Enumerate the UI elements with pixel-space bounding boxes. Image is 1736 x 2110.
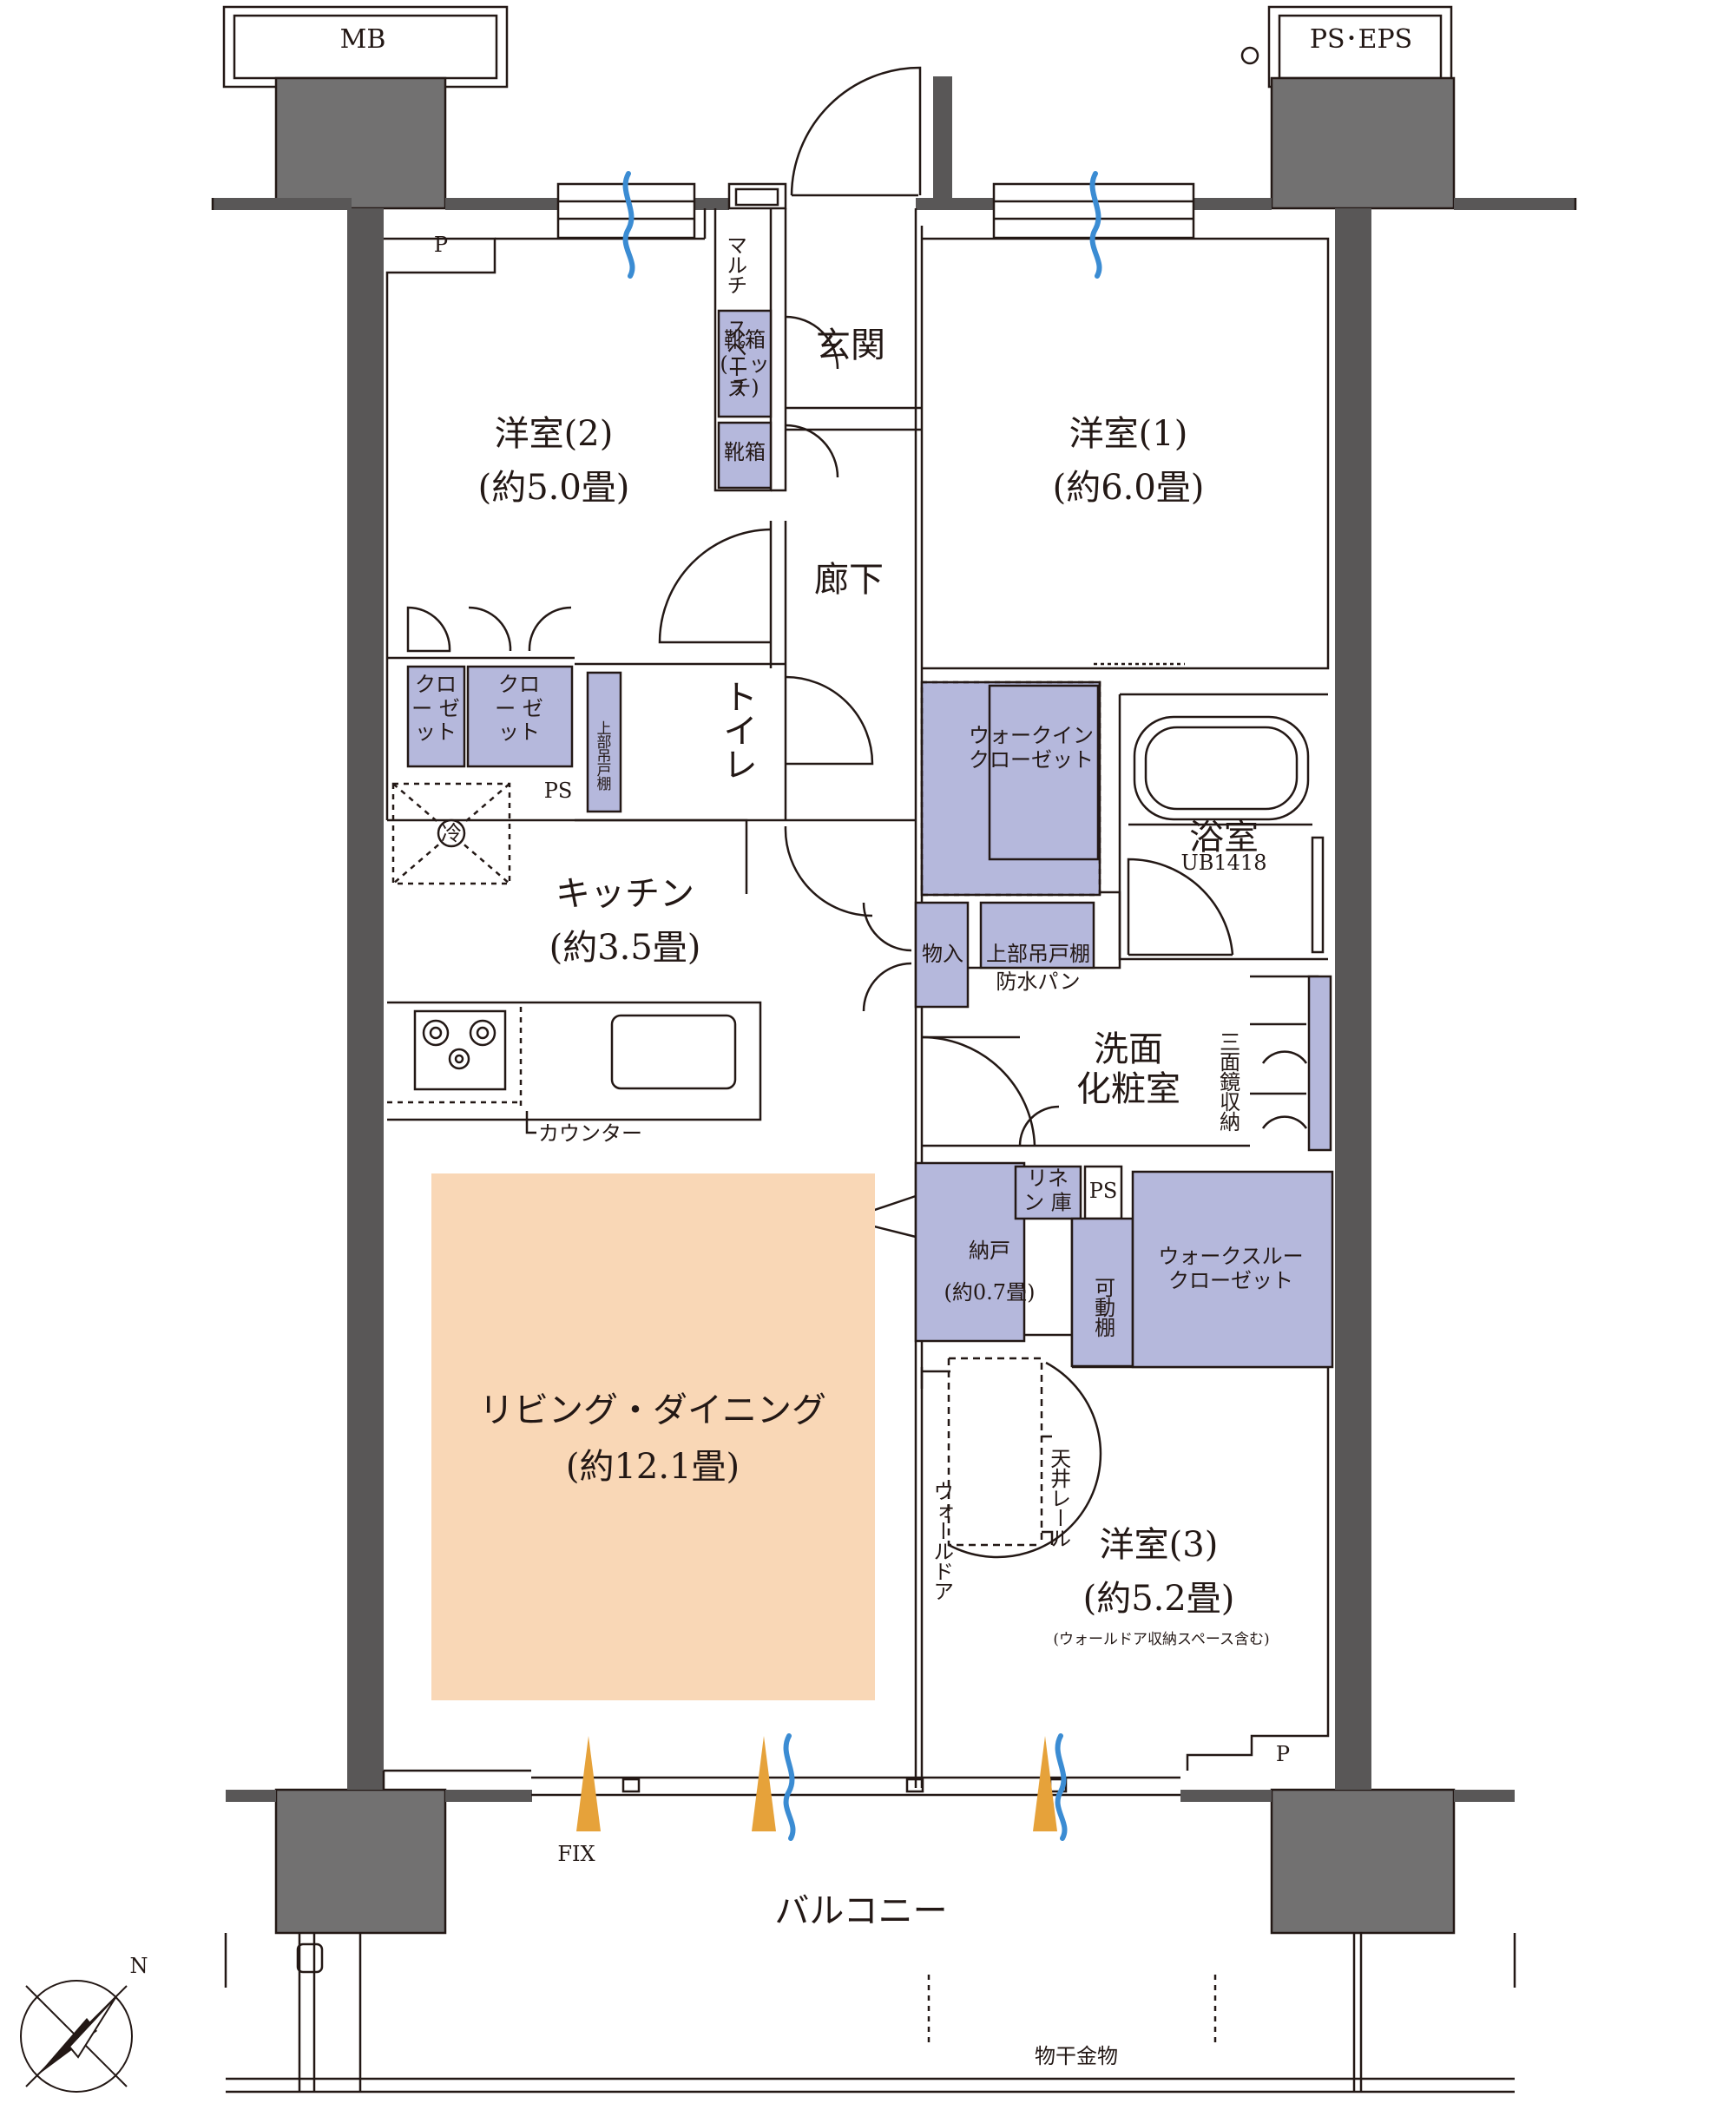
column-bottom-right [1270,1788,1456,1935]
western1-size: (約6.0畳) [1052,468,1205,508]
ps-toilet-label: PS [543,779,573,804]
nando-label: 納戸 [969,1239,1010,1264]
north-label: N [129,1954,148,1979]
column-bottom-left [274,1788,447,1935]
bath-label: 浴室 [1189,818,1259,858]
western2-size: (約5.0畳) [477,468,630,508]
breeze-arrows [622,171,1102,1841]
upper-cabinet-toilet-label: 上部吊戸棚 [593,720,611,790]
bathtub [1133,715,1310,821]
triple-mirror-label: 三面鏡収納 [1215,1030,1240,1131]
western3-note: (ウォールドア収納スペース含む) [1053,1631,1270,1649]
column-top-left [274,76,447,210]
living-size: (約12.1畳) [565,1447,740,1487]
western3-size: (約5.2畳) [1082,1579,1235,1619]
balcony-label: バルコニー [774,1891,948,1931]
window-multi [727,182,787,210]
western3-name: 洋室(3) [1099,1525,1219,1565]
light-markers [576,1736,1057,1831]
storage-label: 物入 [922,942,963,967]
linen-label: リネン 庫 [1023,1166,1072,1214]
washroom-label: 洗面 化粧室 [1076,1029,1180,1109]
toilet-label: トイレ [717,678,757,780]
movable-shelf-label: 可動棚 [1090,1276,1115,1337]
pipe-label-top: P [433,233,449,258]
wall-door-label: ウォールドア [929,1481,954,1601]
waterproof-pan-label: 防水パン [996,970,1081,995]
ps-eps-label: PS･EPS [1309,23,1413,55]
pipe-label-bottom: P [1275,1742,1291,1767]
hallway-label: 廊下 [814,560,884,600]
sink [610,1014,737,1090]
closet-small-label: クロー ゼット [411,672,460,745]
living-name: リビング・ダイニング [479,1390,826,1430]
entrance-door [790,66,922,197]
western2-name: 洋室(2) [494,414,614,454]
ceiling-rail-label: 天井レール [1046,1447,1071,1548]
mb-label: MB [339,23,386,55]
kitchen-size: (約3.5畳) [549,928,701,968]
western1-name: 洋室(1) [1069,414,1188,454]
hallway-door-2 [785,675,874,766]
upper-cabinet-label: 上部吊戸棚 [986,942,1090,967]
closet-label: クロー ゼット [495,672,543,745]
hallway-door [658,528,772,644]
pipe-marker [1240,46,1259,65]
column-top-right [1270,76,1456,210]
kitchen-name: キッチン [556,874,694,914]
fridge-label: 冷 [441,821,462,846]
laundry-hardware-label: 物干金物 [1035,2044,1118,2069]
fridge-space [391,782,511,885]
shoe-box-label: 靴箱 [724,440,766,465]
shoe-box-niche-label: 靴箱 (ニッチ) [720,327,770,400]
bath-door [1127,858,1234,956]
exterior-walls [213,76,1575,1802]
counter-label: カウンター [538,1121,642,1146]
fix-label: FIX [557,1842,595,1867]
living-dining-area [431,1173,875,1700]
multi-space-label: マルチ スペース [722,234,747,398]
entrance-label: 玄関 [816,325,885,365]
ps-linen-label: PS [1088,1179,1118,1204]
bath-unit-label: UB1418 [1180,851,1267,876]
walk-through-closet-label: ウォークスルー クローゼット [1158,1244,1304,1292]
nando-size: (約0.7畳) [944,1280,1036,1305]
walk-in-closet-label: ウォークイン クローゼット [969,723,1094,772]
stove [413,1009,507,1091]
compass-icon [20,1980,133,2093]
